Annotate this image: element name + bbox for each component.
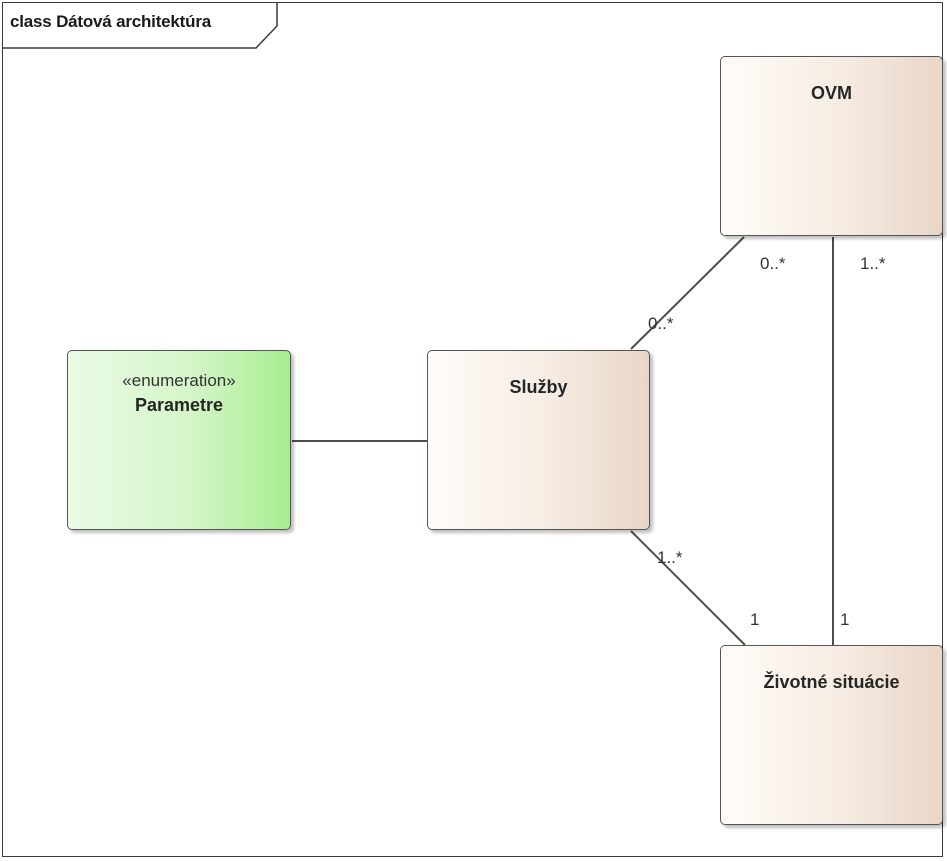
class-sluzby-name: Služby (509, 377, 568, 397)
class-parametre-name: Parametre (134, 395, 224, 415)
class-parametre-stereotype: «enumeration» (122, 371, 236, 390)
class-ovm[interactable]: OVM (720, 56, 943, 236)
class-zivotne-situacie-name: Životné situácie (763, 672, 900, 692)
class-zivotne-situacie[interactable]: Životné situácie (720, 645, 943, 825)
class-parametre[interactable]: «enumeration» Parametre (67, 350, 291, 530)
association-sluzby-zivotne (630, 530, 746, 646)
multiplicity-ovm-to-sluzby: 0..* (760, 254, 786, 273)
multiplicity-sluzby-to-zivotne: 1..* (657, 548, 683, 567)
association-ovm-sluzby (630, 236, 745, 350)
multiplicity-zivotne-to-ovm: 1 (840, 610, 850, 629)
class-ovm-name: OVM (810, 83, 852, 103)
frame-title: class Dátová architektúra (10, 12, 211, 31)
class-sluzby[interactable]: Služby (427, 350, 650, 530)
multiplicity-zivotne-to-sluzby: 1 (750, 610, 760, 629)
multiplicity-sluzby-to-ovm: 0..* (648, 314, 674, 333)
multiplicity-ovm-to-zivotne: 1..* (860, 254, 886, 273)
